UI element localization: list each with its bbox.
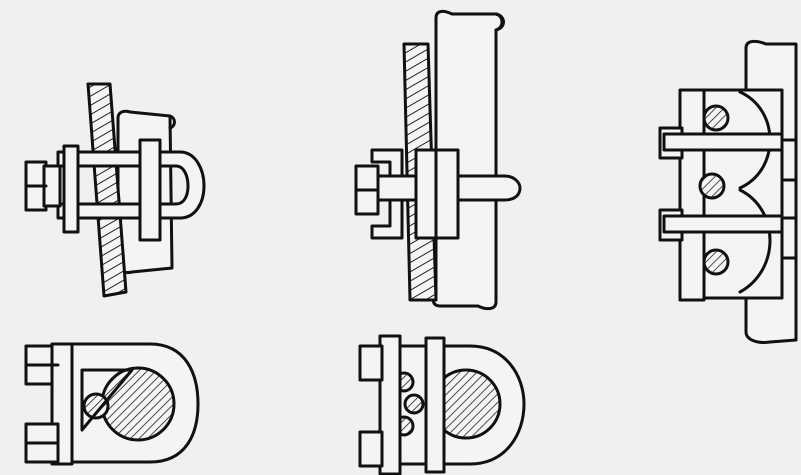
saddle (62, 144, 80, 234)
nut-upper (358, 344, 384, 382)
nut-lower (358, 430, 384, 468)
pipe-section (100, 366, 176, 442)
wire-strand (702, 104, 730, 132)
saddle-clamp-side-view (354, 9, 522, 311)
u-bolt-clamp-end-view (24, 342, 200, 466)
saddle-clamp-end-view (358, 334, 526, 475)
double-bolt-clamp-side-view (658, 39, 798, 344)
wire-rope (86, 82, 128, 298)
u-bolt-clamp-side-view (24, 82, 206, 298)
back-plate (678, 88, 706, 302)
center-plate (424, 336, 446, 474)
wire-section (82, 392, 110, 420)
